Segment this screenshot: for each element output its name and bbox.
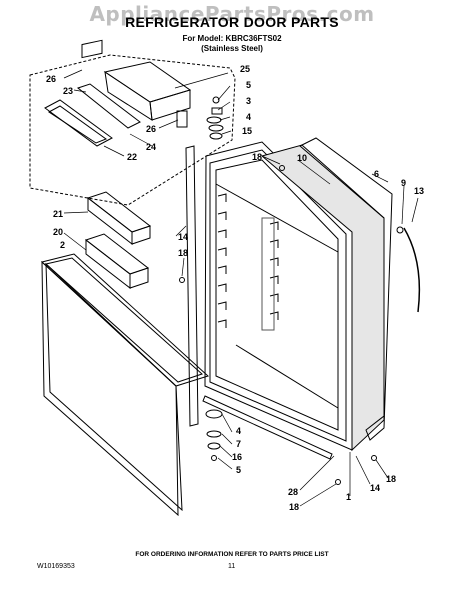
model-line: For Model: KBRC36FTS02	[182, 34, 282, 43]
door-assembly-part	[204, 141, 353, 451]
callout-label: 25	[240, 64, 250, 74]
bin-cover-part	[44, 99, 113, 147]
screw-right-part	[371, 455, 377, 461]
bin-housing-part	[103, 61, 192, 121]
callout-label: 2	[60, 240, 65, 250]
callout-label: 18	[252, 152, 262, 162]
callout-label: 22	[127, 152, 137, 162]
door-shelf-lower-part	[84, 233, 150, 290]
callout-label: 5	[236, 465, 241, 475]
leader-lines	[63, 69, 419, 507]
outer-door-panel-part	[299, 137, 393, 441]
callout-label: 3	[246, 96, 251, 106]
callout-label: 18	[386, 474, 396, 484]
callout-label: 26	[46, 74, 56, 84]
callout-label: 23	[63, 86, 73, 96]
door-trim-bottom-part	[202, 395, 333, 460]
door-shelf-upper-part	[86, 191, 152, 246]
callout-label: 18	[178, 248, 188, 258]
finish-line: (Stainless Steel)	[201, 44, 263, 53]
callout-label: 9	[401, 178, 406, 188]
lower-hinge-hardware	[205, 409, 223, 461]
callout-label: 10	[297, 153, 307, 163]
callout-label: 26	[146, 124, 156, 134]
callout-label: 14	[370, 483, 380, 493]
bin-frame-part	[76, 83, 141, 129]
callout-label: 21	[53, 209, 63, 219]
upper-hinge-hardware	[206, 96, 224, 140]
callout-label: 16	[232, 452, 242, 462]
document-number: W10169353	[37, 563, 75, 570]
page-number: 11	[228, 563, 236, 570]
callout-label: 7	[236, 439, 241, 449]
callout-label: 4	[236, 426, 241, 436]
callout-label: 14	[178, 232, 188, 242]
callout-label: 15	[242, 126, 252, 136]
callout-label: 6	[374, 169, 379, 179]
watermark: AppliancePartsPros.com	[89, 2, 375, 26]
callout-label: 1	[346, 492, 351, 502]
callout-label: 13	[414, 186, 424, 196]
screw-left-part	[179, 277, 185, 283]
callout-label: 18	[289, 502, 299, 512]
ordering-info-note: FOR ORDERING INFORMATION REFER TO PARTS …	[135, 551, 329, 558]
bin-assembly-boundary	[29, 54, 236, 206]
callout-labels: 26 23 25 5 3 4 15 26 24 22 18 10 6 9 13 …	[46, 64, 424, 512]
callout-label: 4	[246, 112, 251, 122]
screw-top-part	[279, 165, 285, 171]
door-handle-part	[403, 227, 421, 313]
handle-screw-part	[396, 226, 404, 234]
callout-label: 24	[146, 142, 156, 152]
callout-label: 28	[288, 487, 298, 497]
screw-bottom-part	[335, 479, 341, 485]
bin-end-bracket-part	[176, 110, 188, 128]
page-title: REFRIGERATOR DOOR PARTS	[125, 14, 339, 30]
callout-label: 20	[53, 227, 63, 237]
callout-label: 5	[246, 80, 251, 90]
door-trim-left-part	[185, 145, 199, 427]
door-gasket-part	[40, 253, 209, 517]
bracket-part	[81, 39, 103, 59]
